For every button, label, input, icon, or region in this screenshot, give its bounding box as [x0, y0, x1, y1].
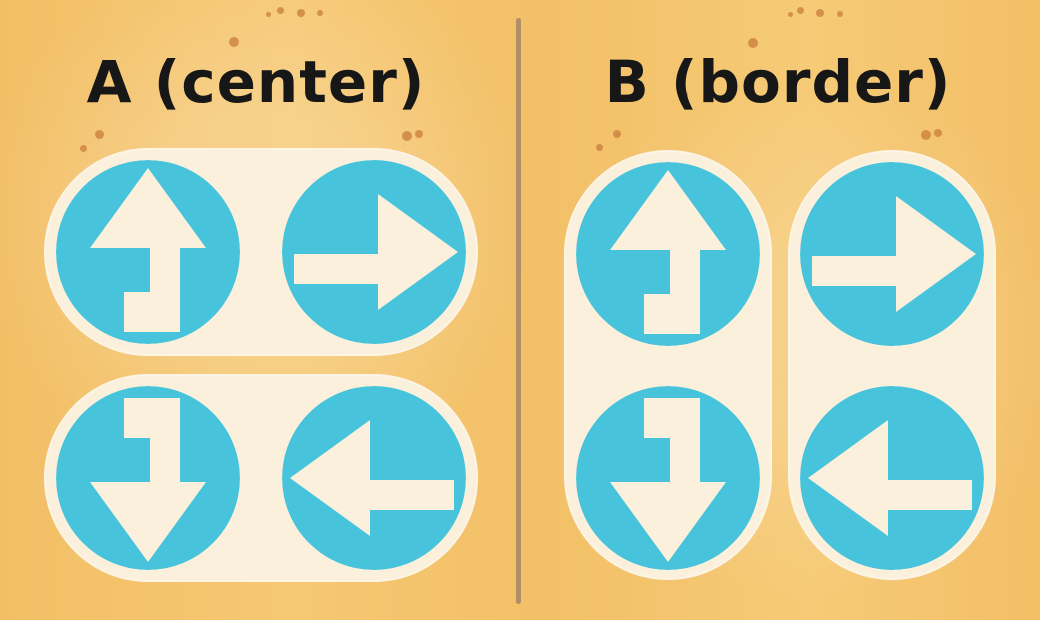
down-arrow-icon: [576, 386, 760, 570]
sand-speck: [277, 7, 284, 14]
sand-speck: [266, 12, 271, 17]
center-left-button[interactable]: left-arrow-icon: [282, 386, 466, 570]
sand-speck: [816, 9, 824, 17]
sand-speck: [317, 10, 323, 16]
sand-speck: [837, 11, 843, 17]
border-right-button[interactable]: right-arrow-icon: [800, 162, 984, 346]
border-left-button[interactable]: left-arrow-icon: [800, 386, 984, 570]
sand-speck: [297, 9, 305, 17]
left-arrow-icon: [282, 386, 466, 570]
sand-speck: [596, 144, 603, 151]
up-arrow-icon: [56, 160, 240, 344]
sand-speck: [229, 37, 239, 47]
sand-speck: [680, 91, 688, 99]
right-panel-title: B (border): [604, 48, 952, 116]
up-arrow-icon: [576, 162, 760, 346]
border-up-button[interactable]: up-arrow-icon: [576, 162, 760, 346]
sand-speck: [80, 145, 87, 152]
down-arrow-icon: [56, 386, 240, 570]
panel-divider: [516, 18, 521, 604]
sand-speck: [160, 91, 168, 99]
sand-speck: [95, 130, 104, 139]
center-right-button[interactable]: right-arrow-icon: [282, 160, 466, 344]
border-down-button[interactable]: down-arrow-icon: [576, 386, 760, 570]
sand-speck: [613, 130, 621, 138]
sand-speck: [788, 12, 793, 17]
sand-speck: [748, 38, 758, 48]
center-up-button[interactable]: up-arrow-icon: [56, 160, 240, 344]
center-down-button[interactable]: down-arrow-icon: [56, 386, 240, 570]
right-arrow-icon: [282, 160, 466, 344]
left-arrow-icon: [800, 386, 984, 570]
sand-speck: [402, 131, 412, 141]
sand-speck: [797, 7, 804, 14]
sand-speck: [415, 130, 423, 138]
left-panel-title: A (center): [86, 48, 426, 116]
sand-speck: [921, 130, 931, 140]
right-arrow-icon: [800, 162, 984, 346]
sand-speck: [934, 129, 942, 137]
